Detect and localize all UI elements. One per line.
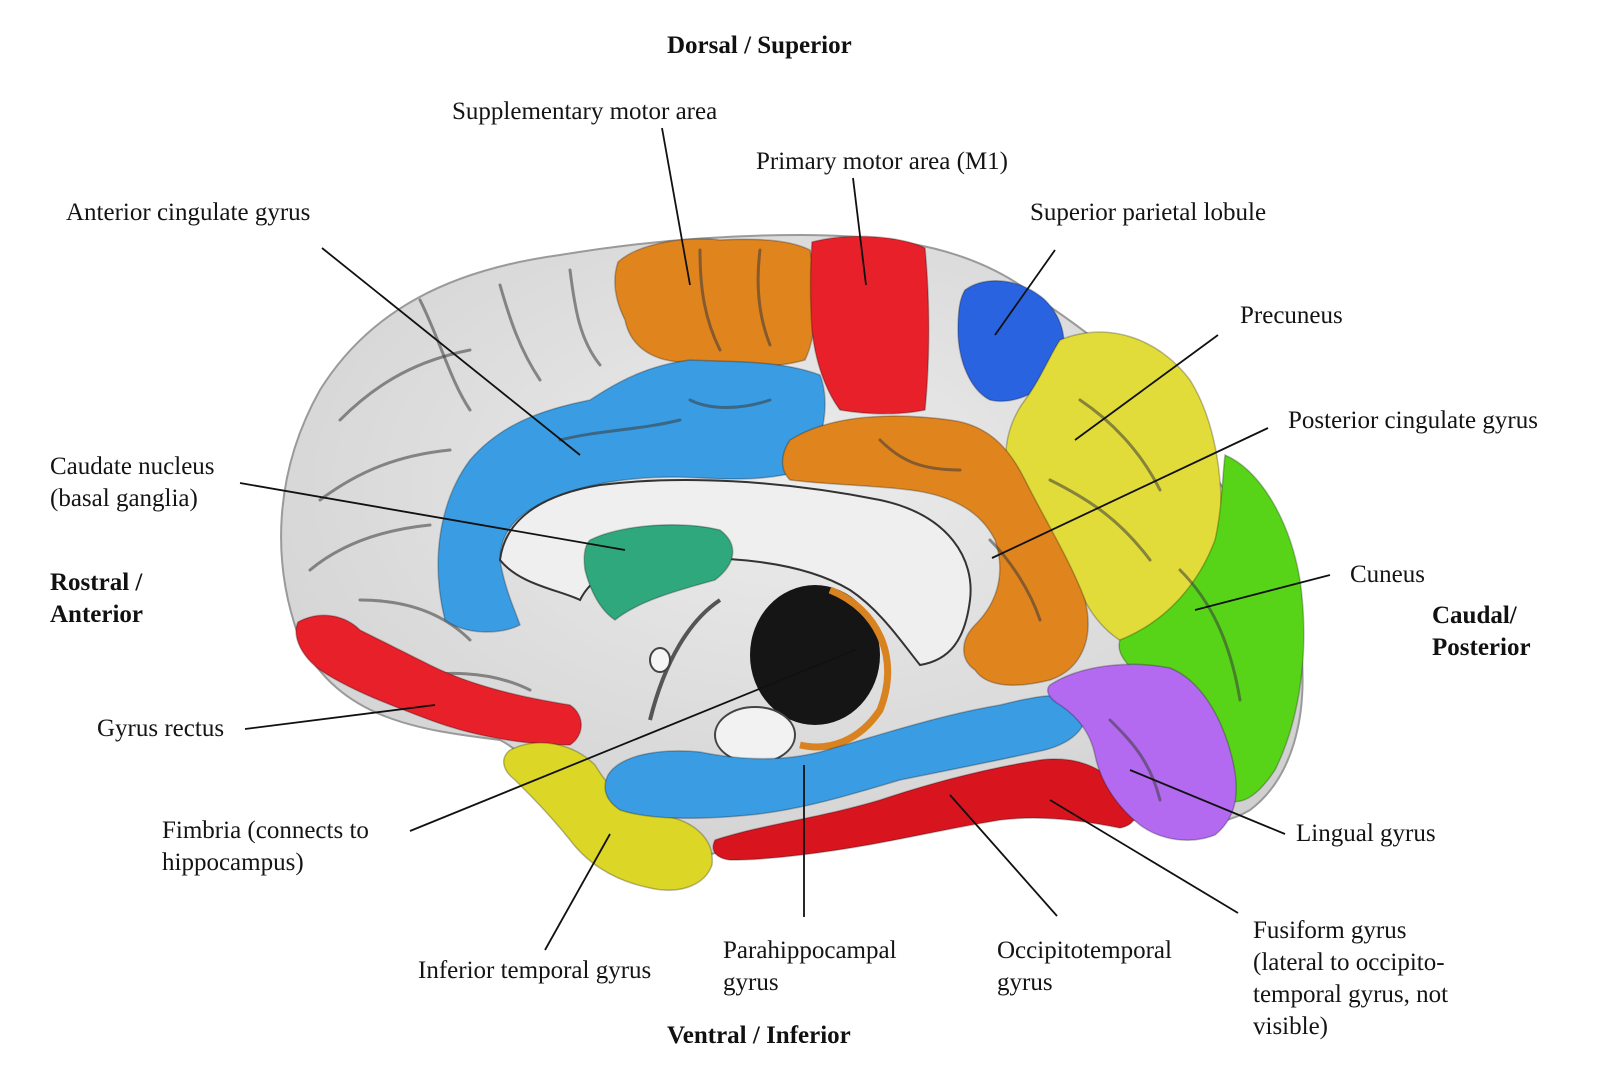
label-posterior-cingulate-gyrus: Posterior cingulate gyrus <box>1288 405 1538 437</box>
precuneus-sulcus <box>1078 398 1162 492</box>
pcg-sulcus <box>878 438 962 472</box>
orientation-caudal-line2: Posterior <box>1432 634 1531 661</box>
leader-cuneus <box>1194 574 1331 611</box>
fornix <box>648 598 722 721</box>
orientation-dorsal-superior: Dorsal / Superior <box>667 32 852 59</box>
label-line: (basal ganglia) <box>50 485 198 512</box>
label-line: Gyrus rectus <box>97 715 225 742</box>
pcg-sulcus-2 <box>988 538 1042 622</box>
label-precuneus: Precuneus <box>1240 300 1343 332</box>
label-primary-motor-area: Primary motor area (M1) <box>756 146 1008 178</box>
region-inferior-temporal-gyrus <box>503 742 713 891</box>
label-line: Fimbria (connects to <box>162 817 369 844</box>
region-superior-parietal-lobule <box>957 279 1065 402</box>
region-gyrus-rectus <box>295 614 582 746</box>
label-line: (lateral to occipito- <box>1253 949 1445 976</box>
orientation-ventral-inferior: Ventral / Inferior <box>667 1022 851 1049</box>
label-line: Precuneus <box>1240 302 1343 329</box>
leader-anterior-cingulate-gyrus <box>321 247 581 456</box>
label-line: Primary motor area (M1) <box>756 148 1009 175</box>
thalamus-cavity <box>750 585 880 725</box>
label-line: Parahippocampal <box>723 937 897 964</box>
label-supplementary-motor-area: Supplementary motor area <box>452 96 717 128</box>
leader-inferior-temporal-gyrus <box>544 833 611 951</box>
leader-caudate-nucleus <box>239 482 626 551</box>
leader-occipitotemporal-gyrus <box>949 794 1058 917</box>
label-inferior-temporal-gyrus: Inferior temporal gyrus <box>418 955 651 987</box>
label-line: Superior parietal lobule <box>1030 199 1267 226</box>
label-cuneus: Cuneus <box>1350 559 1425 591</box>
orientation-rostral-anterior: Rostral / Anterior <box>50 567 143 631</box>
sma-sulcus-2 <box>756 248 772 347</box>
orientation-caudal-posterior: Caudal/ Posterior <box>1432 600 1531 664</box>
region-parahippocampal-gyrus <box>604 694 1087 820</box>
label-line: temporal gyrus, not <box>1253 981 1449 1008</box>
label-superior-parietal-lobule: Superior parietal lobule <box>1030 197 1266 229</box>
orientation-rostral-line1: Rostral / <box>50 569 143 596</box>
region-lingual-gyrus <box>1047 663 1237 841</box>
label-line: hippocampus) <box>162 849 304 876</box>
label-line: visible) <box>1253 1013 1328 1040</box>
leader-posterior-cingulate-gyrus <box>991 427 1269 559</box>
orientation-caudal-line1: Caudal/ <box>1432 602 1517 629</box>
label-gyrus-rectus: Gyrus rectus <box>97 713 224 745</box>
region-supplementary-motor-area <box>614 238 817 368</box>
mammillary-body <box>714 706 796 764</box>
anterior-commissure <box>649 647 671 673</box>
label-line: Lingual gyrus <box>1296 820 1436 847</box>
lingual-sulcus <box>1108 718 1162 802</box>
label-line: gyrus <box>997 969 1053 996</box>
label-line: Supplementary motor area <box>452 98 718 125</box>
region-primary-motor-area <box>809 235 930 415</box>
label-line: Occipitotemporal <box>997 937 1172 964</box>
label-lingual-gyrus: Lingual gyrus <box>1296 818 1436 850</box>
label-line: gyrus <box>723 969 779 996</box>
sma-sulcus <box>698 248 722 352</box>
region-posterior-cingulate-gyrus <box>781 415 1089 686</box>
leader-precuneus <box>1074 334 1219 441</box>
orientation-rostral-line2: Anterior <box>50 601 144 628</box>
label-occipitotemporal-gyrus: Occipitotemporal gyrus <box>997 935 1172 999</box>
leader-supplementary-motor-area <box>661 127 691 286</box>
leader-fimbria <box>409 649 856 832</box>
leader-lingual-gyrus <box>1129 769 1286 835</box>
leader-fusiform-gyrus <box>1049 799 1239 914</box>
region-occipitotemporal-gyrus <box>712 758 1136 861</box>
label-line: Inferior temporal gyrus <box>418 957 652 984</box>
acg-sulcus <box>558 418 682 442</box>
label-line: Cuneus <box>1350 561 1425 588</box>
region-fimbria <box>799 586 892 751</box>
precuneus-sulcus-2 <box>1048 478 1152 562</box>
label-line: Anterior cingulate gyrus <box>66 199 311 226</box>
label-parahippocampal-gyrus: Parahippocampal gyrus <box>723 935 897 999</box>
label-fimbria: Fimbria (connects to hippocampus) <box>162 815 369 879</box>
leader-lines <box>239 127 1331 951</box>
label-fusiform-gyrus: Fusiform gyrus (lateral to occipito- tem… <box>1253 915 1448 1043</box>
label-line: Fusiform gyrus <box>1253 917 1407 944</box>
leader-superior-parietal-lobule <box>994 249 1056 336</box>
cuneus-sulcus <box>1178 568 1242 702</box>
leader-primary-motor-area <box>852 177 867 286</box>
label-anterior-cingulate-gyrus: Anterior cingulate gyrus <box>66 197 310 229</box>
label-line: Posterior cingulate gyrus <box>1288 407 1538 434</box>
acg-sulcus-2 <box>688 398 772 409</box>
label-caudate-nucleus: Caudate nucleus (basal ganglia) <box>50 451 215 515</box>
leader-gyrus-rectus <box>244 704 436 730</box>
label-line: Caudate nucleus <box>50 453 215 480</box>
